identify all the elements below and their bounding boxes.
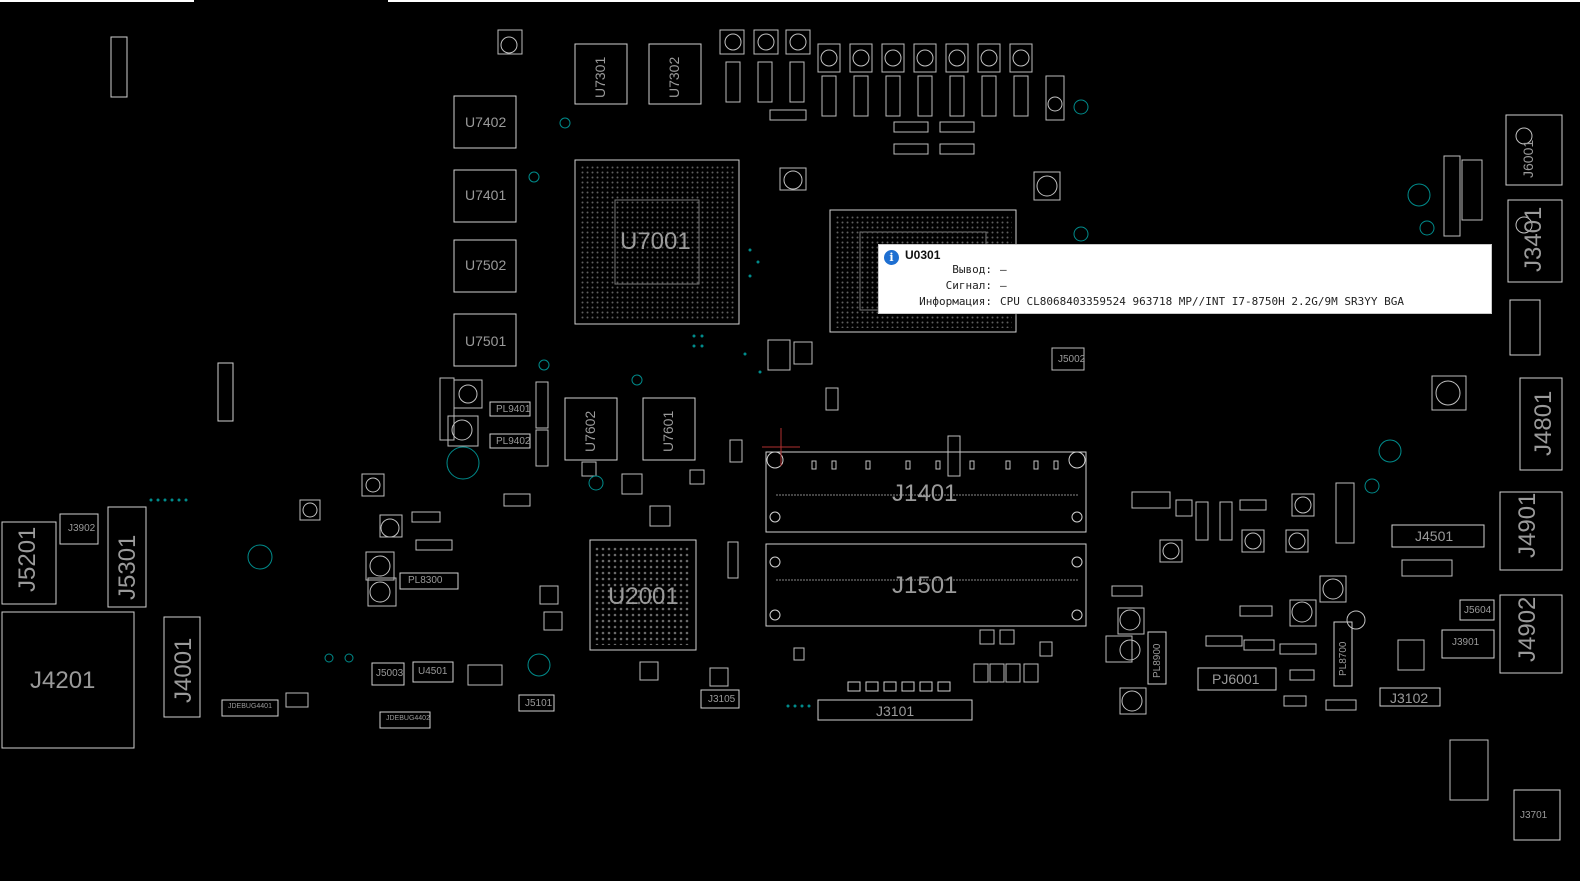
info-icon: i bbox=[884, 250, 899, 265]
label-u7402: U7402 bbox=[465, 114, 507, 130]
tooltip-signal-value: — bbox=[1000, 279, 1007, 292]
label-j3901: J3901 bbox=[1452, 637, 1480, 648]
tooltip-info-row: Информация: CPU CL8068403359524 963718 MP… bbox=[879, 295, 1404, 308]
ic-u7402[interactable] bbox=[453, 95, 517, 149]
ic-u2001[interactable] bbox=[589, 539, 697, 651]
label-u7601: U7601 bbox=[660, 410, 676, 452]
component-info-tooltip: i U0301 Вывод: — Сигнал: — Информация: CPU … bbox=[878, 244, 1492, 314]
top-edge-bar-left bbox=[0, 0, 194, 2]
label-j5301: J5301 bbox=[114, 534, 141, 600]
ic-u7502[interactable] bbox=[453, 239, 517, 293]
conn-j4001[interactable] bbox=[163, 616, 201, 718]
label-pl8900: PL8900 bbox=[1152, 643, 1163, 678]
conn-j5101[interactable] bbox=[518, 694, 555, 712]
label-pl8700: PL8700 bbox=[1338, 641, 1349, 676]
label-jdebug4401: JDEBUG4401 bbox=[228, 703, 272, 710]
slot-j1501[interactable] bbox=[765, 543, 1087, 627]
tooltip-pin-label: Вывод: bbox=[952, 263, 992, 276]
conn-j3101[interactable] bbox=[817, 699, 973, 721]
label-u7301: U7301 bbox=[592, 56, 608, 98]
ic-u7602[interactable] bbox=[564, 397, 618, 461]
conn-j4501[interactable] bbox=[1391, 524, 1485, 548]
conn-j5301[interactable] bbox=[107, 506, 147, 608]
inductor-pl8300[interactable] bbox=[399, 572, 459, 590]
tooltip-pin-value: — bbox=[1000, 263, 1007, 276]
label-j1401: J1401 bbox=[892, 480, 958, 507]
conn-j3701[interactable] bbox=[1513, 789, 1561, 841]
label-pl8300: PL8300 bbox=[408, 575, 443, 586]
label-j5101: J5101 bbox=[525, 698, 553, 709]
label-j3701: J3701 bbox=[1520, 810, 1548, 821]
label-j4201: J4201 bbox=[30, 667, 96, 694]
label-j4801: J4801 bbox=[1530, 390, 1557, 456]
label-u7401: U7401 bbox=[465, 187, 507, 203]
label-jdebug4402: JDEBUG4402 bbox=[386, 715, 430, 722]
inductor-pl9401[interactable] bbox=[489, 401, 531, 417]
tooltip-signal-row: Сигнал: — bbox=[879, 279, 1007, 292]
tooltip-pin-row: Вывод: — bbox=[879, 263, 1007, 276]
ic-u7001[interactable] bbox=[574, 159, 740, 325]
label-u7502: U7502 bbox=[465, 257, 507, 273]
label-j3105: J3105 bbox=[708, 694, 736, 705]
label-j6001: J6001 bbox=[1520, 139, 1536, 178]
conn-j3102[interactable] bbox=[1379, 687, 1441, 707]
label-pl9401: PL9401 bbox=[496, 404, 531, 415]
header-topleft bbox=[110, 36, 128, 98]
conn-j3401[interactable] bbox=[1507, 199, 1563, 283]
label-j4902: J4902 bbox=[1514, 596, 1541, 662]
ic-u7301[interactable] bbox=[574, 43, 628, 105]
conn-j5604[interactable] bbox=[1459, 599, 1495, 621]
conn-j5201[interactable] bbox=[1, 521, 57, 605]
label-j3102: J3102 bbox=[1390, 690, 1429, 706]
ic-u7501[interactable] bbox=[453, 313, 517, 367]
conn-j3105[interactable] bbox=[700, 689, 740, 709]
ic-u7401[interactable] bbox=[453, 169, 517, 223]
label-j3902: J3902 bbox=[68, 523, 96, 534]
inductor-pl8900[interactable] bbox=[1147, 631, 1167, 685]
label-u7302: U7302 bbox=[666, 56, 682, 98]
label-j5003: J5003 bbox=[376, 668, 404, 679]
tooltip-title: U0301 bbox=[905, 248, 941, 262]
label-j4901: J4901 bbox=[1514, 492, 1541, 558]
label-u7602: U7602 bbox=[582, 410, 598, 452]
label-u7001: U7001 bbox=[620, 228, 691, 255]
conn-j4902[interactable] bbox=[1499, 594, 1563, 674]
header-left-mid bbox=[217, 362, 234, 422]
inductor-pl9402[interactable] bbox=[489, 433, 531, 449]
slot-j1401[interactable] bbox=[765, 451, 1087, 533]
label-j4001: J4001 bbox=[170, 637, 197, 703]
label-pj6001: PJ6001 bbox=[1212, 671, 1260, 687]
label-u7501: U7501 bbox=[465, 333, 507, 349]
conn-j3901[interactable] bbox=[1441, 629, 1495, 659]
label-j4501: J4501 bbox=[1415, 528, 1454, 544]
label-j5201: J5201 bbox=[14, 526, 41, 592]
ic-u7302[interactable] bbox=[648, 43, 702, 105]
conn-j4901[interactable] bbox=[1499, 491, 1563, 571]
label-u2001: U2001 bbox=[608, 583, 679, 610]
label-u4501: U4501 bbox=[418, 666, 448, 677]
inductor-pj6001[interactable] bbox=[1197, 667, 1277, 691]
tooltip-signal-label: Сигнал: bbox=[945, 279, 992, 292]
label-pl9402: PL9402 bbox=[496, 436, 531, 447]
label-j3101: J3101 bbox=[876, 703, 915, 719]
conn-j4201[interactable] bbox=[1, 611, 135, 749]
ic-u7601[interactable] bbox=[642, 397, 696, 461]
conn-j3902[interactable] bbox=[59, 513, 99, 545]
label-j5604: J5604 bbox=[1464, 605, 1492, 616]
conn-jdebug4402[interactable] bbox=[379, 711, 431, 729]
tooltip-info-value: CPU CL8068403359524 963718 MP//INT I7-87… bbox=[1000, 295, 1404, 308]
conn-j4701[interactable] bbox=[1509, 299, 1541, 356]
conn-jdebug4401[interactable] bbox=[221, 699, 279, 717]
label-j1501: J1501 bbox=[892, 572, 958, 599]
conn-j4801[interactable] bbox=[1519, 377, 1563, 471]
label-j3401: J3401 bbox=[1520, 206, 1547, 272]
conn-j5003[interactable] bbox=[371, 662, 405, 686]
ic-u4501[interactable] bbox=[412, 661, 454, 683]
tooltip-info-label: Информация: bbox=[919, 295, 992, 308]
inductor-pl8700[interactable] bbox=[1333, 621, 1353, 687]
conn-j6001[interactable] bbox=[1505, 114, 1563, 186]
label-j5002: J5002 bbox=[1058, 354, 1086, 365]
top-edge-bar-right bbox=[388, 0, 1580, 2]
